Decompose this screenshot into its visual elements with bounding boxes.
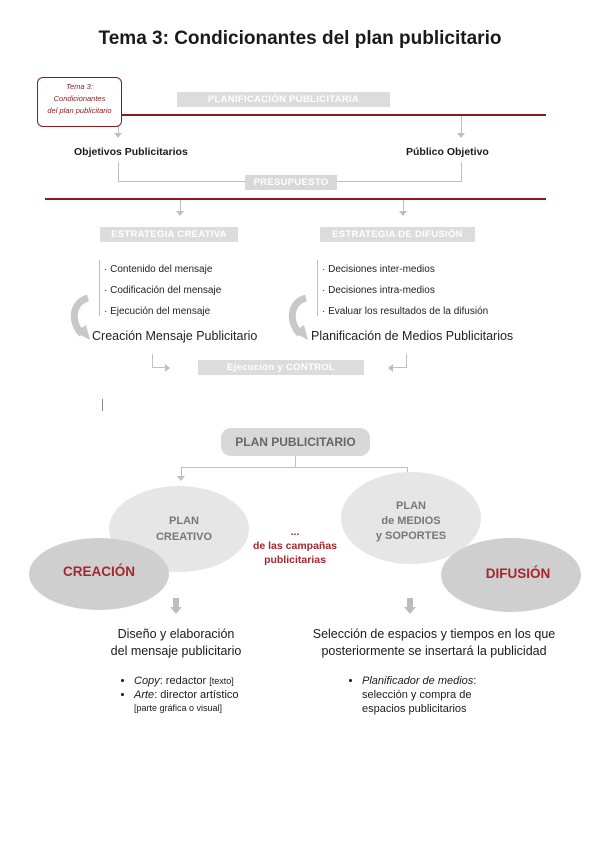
- arrow-down-icon: [114, 133, 122, 138]
- arrow-down-icon: [176, 211, 184, 216]
- plan-medios-oval: [341, 472, 481, 564]
- list-item: · Contenido del mensaje: [104, 264, 213, 275]
- plan-creativo-line: PLAN: [169, 515, 199, 527]
- connector: [180, 200, 181, 212]
- list-item: Copy: redactor [texto]: [134, 674, 312, 688]
- right-bullets: Planificador de medios: selección y comp…: [340, 674, 560, 716]
- arrow-down-icon: [177, 476, 185, 481]
- divider: [317, 260, 318, 316]
- plan-medios-line: PLAN: [396, 500, 426, 512]
- estrategia-difusion-bar: ESTRATEGIA de DIFUSIÓN: [320, 227, 475, 242]
- plan-creativo-label: PLAN CREATIVO: [129, 513, 239, 545]
- campanas-line: publicitarias: [264, 554, 326, 566]
- bullet-line: espacios publicitarios: [362, 703, 467, 715]
- page-title: Tema 3: Condicionantes del plan publicit…: [98, 28, 502, 49]
- connector: [181, 467, 182, 477]
- block-arrow-down-icon: [404, 598, 416, 614]
- left-heading-line: del mensaje publicitario: [110, 644, 242, 658]
- divider: [102, 399, 103, 411]
- bullet-text: : director artístico: [154, 689, 239, 701]
- list-item: Planificador de medios: selección y comp…: [362, 674, 560, 716]
- ejecucion-bar: Ejecución y CONTROL: [198, 360, 364, 375]
- connector: [152, 354, 153, 367]
- plan-creativo-line: CREATIVO: [155, 531, 213, 543]
- red-divider: [45, 198, 546, 200]
- connector: [406, 354, 407, 367]
- list-item: · Ejecución del mensaje: [104, 306, 211, 317]
- planificacion-medios-label: Planificación de Medios Publicitarios: [311, 329, 514, 343]
- connector: [295, 456, 296, 467]
- campanas-line: ...: [290, 526, 300, 538]
- left-bullets: Copy: redactor [texto] Arte: director ar…: [112, 674, 312, 715]
- connector: [461, 116, 462, 134]
- red-divider: [118, 114, 546, 116]
- right-heading-line: posteriormente se insertará la publicida…: [321, 644, 547, 658]
- topic-tag-line: del plan publicitario: [47, 106, 112, 115]
- curved-arrow-icon: [70, 294, 90, 340]
- bullet-note: [texto]: [209, 676, 234, 686]
- curved-arrow-icon: [288, 294, 308, 340]
- bullet-text: :: [473, 675, 477, 687]
- connector: [181, 467, 408, 468]
- campanas-line: de las campañas: [252, 540, 338, 552]
- right-heading: Selección de espacios y tiempos en los q…: [300, 626, 568, 660]
- list-item: · Evaluar los resultados de la difusión: [322, 306, 489, 317]
- topic-tag-line: Condicionantes: [53, 94, 106, 103]
- difusion-list: · Decisiones inter-medios · Decisiones i…: [322, 259, 488, 322]
- arrow-down-icon: [399, 211, 407, 216]
- plan-publicitario-box: PLAN PUBLICITARIO: [221, 428, 370, 456]
- left-heading-line: Diseño y elaboración: [117, 627, 235, 641]
- bullet-term: Copy: [134, 675, 160, 687]
- arrow-right-icon: [165, 364, 170, 372]
- divider: [99, 260, 100, 316]
- arrow-down-icon: [457, 133, 465, 138]
- objetivos-label: Objetivos Publicitarios: [74, 146, 188, 158]
- list-item: · Decisiones intra-medios: [322, 285, 435, 296]
- topic-tag: Tema 3: Condicionantes del plan publicit…: [37, 77, 122, 127]
- arrow-left-icon: [388, 364, 393, 372]
- planificacion-bar: PLANIFICACIÓN PUBLICITARIA: [177, 92, 390, 107]
- connector: [403, 200, 404, 212]
- bullet-term: Planificador de medios: [362, 675, 474, 687]
- block-arrow-down-icon: [170, 598, 182, 614]
- bullet-line: selección y compra de: [362, 689, 472, 701]
- list-item: · Decisiones inter-medios: [322, 264, 435, 275]
- presupuesto-bar: PRESUPUESTO: [245, 175, 337, 190]
- difusion-oval: [441, 538, 581, 612]
- bullet-text: : redactor: [159, 675, 210, 687]
- plan-medios-line: de MEDIOS: [381, 515, 441, 527]
- connector: [152, 367, 166, 368]
- bullet-subnote: [parte gráfica o visual]: [134, 703, 223, 713]
- connector: [393, 367, 407, 368]
- topic-tag-line: Tema 3:: [66, 82, 93, 91]
- creacion-mensaje-label: Creación Mensaje Publicitario: [92, 329, 258, 343]
- plan-medios-label: PLAN de MEDIOS y SOPORTES: [356, 499, 466, 544]
- estrategia-creativa-bar: ESTRATEGIA CREATIVA: [100, 227, 238, 242]
- right-heading-line: Selección de espacios y tiempos en los q…: [312, 627, 556, 641]
- creativa-list: · Contenido del mensaje · Codificación d…: [104, 259, 221, 322]
- campanas-label: ... de las campañas publicitarias: [240, 525, 350, 567]
- list-item: · Codificación del mensaje: [104, 285, 222, 296]
- creacion-oval: [29, 538, 169, 610]
- plan-medios-line: y SOPORTES: [375, 530, 447, 542]
- bullet-term: Arte: [134, 689, 155, 701]
- difusion-label: DIFUSIÓN: [485, 566, 551, 581]
- publico-label: Público Objetivo: [406, 146, 489, 158]
- list-item: Arte: director artístico: [134, 688, 312, 702]
- left-heading: Diseño y elaboración del mensaje publici…: [96, 626, 256, 660]
- creacion-label: CREACIÓN: [62, 564, 135, 579]
